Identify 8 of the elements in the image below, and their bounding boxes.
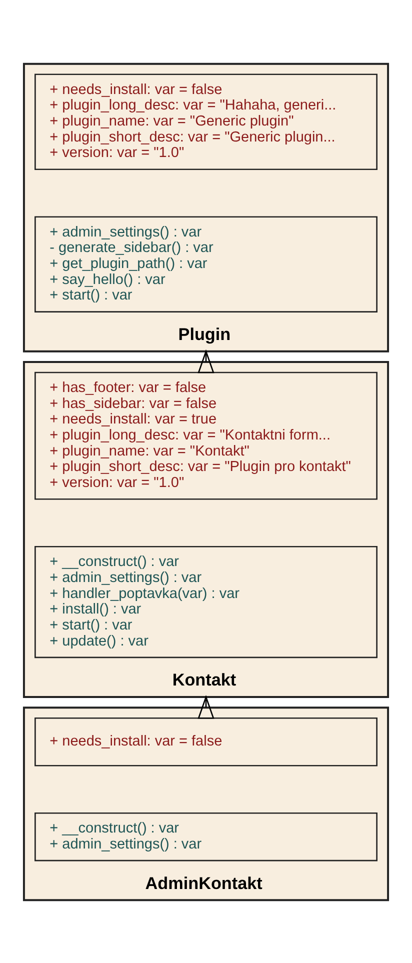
- node-box: + has_footer: var = false + has_sidebar: var = false + needs_install: var = true + plugin_long_desc: var = "Kontaktni form... + plugin_name: var = "Kontakt" + plugin_short_desc: var = "Plugin pro kontakt" + version: var = "1.0": [34, 371, 378, 500]
- node-box: + __construct() : var + admin_settings() : var: [34, 812, 378, 861]
- node-box: + needs_install: var = false: [34, 716, 378, 766]
- node-box: + admin_settings() : var - generate_sidebar() : var + get_plugin_path() : var + say_hello() : var + start() : var: [34, 216, 378, 312]
- arrow: [198, 348, 214, 373]
- node-box: + __construct() : var + admin_settings() : var + handler_poptavka(var) : var + install() : var + start() : var + update() : var: [34, 545, 378, 658]
- arrow: [198, 694, 214, 718]
- node-box: + needs_install: var = false + plugin_long_desc: var = "Hahaha, generi... + plugin_name: var = "Generic plugin" + plugin_short_desc: var = "Generic plugin... + version: var = "1.0": [34, 73, 378, 170]
